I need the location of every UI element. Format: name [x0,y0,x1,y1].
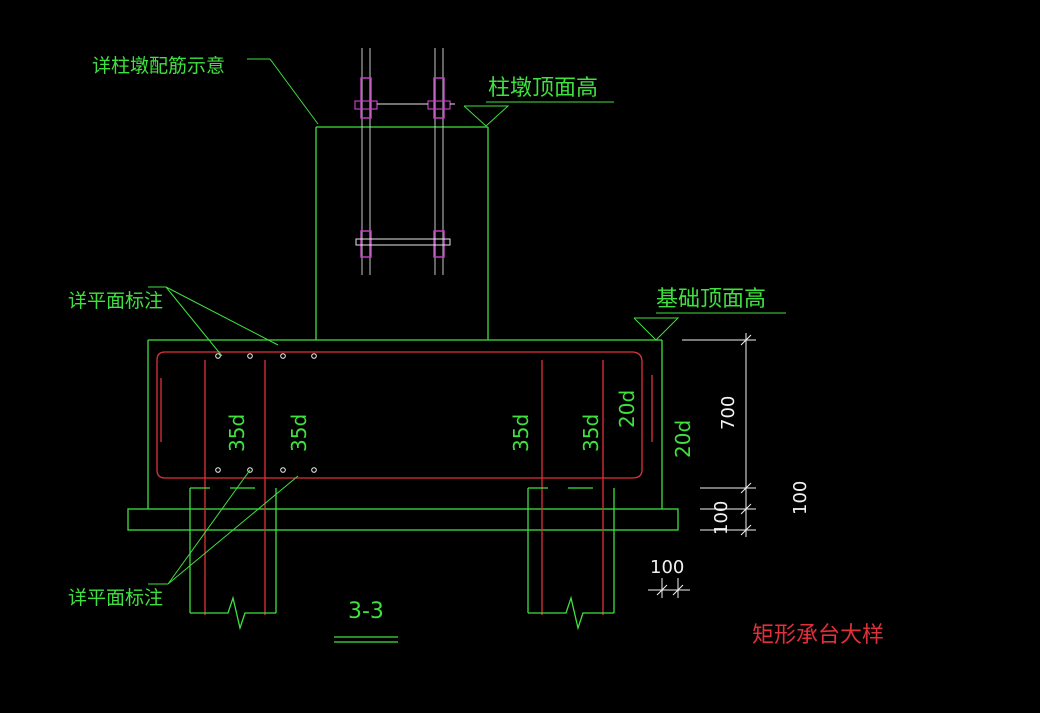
pier-top-elev-label: 柱墩顶面高 [488,76,598,101]
foundation-top-elev-label: 基础顶面高 [656,287,766,312]
pile-left [189,487,277,631]
drawing-title: 矩形承台大样 [752,623,884,648]
plan-note-upper: 详平面标注 [68,290,163,312]
foundation-top-elev-marker [633,312,786,341]
dim-100-bottom: 100 [711,501,732,535]
anchorage-label: 20d [671,420,695,458]
anchor-bolt-left [354,48,378,275]
anchorage-label: 20d [615,390,639,428]
pier-rebar-leader [247,58,319,125]
cushion-layer [127,508,679,531]
pile-right [527,487,615,631]
rebar-cage [156,351,653,615]
rebar-dots-bottom [215,467,317,473]
plan-note-upper-leader [148,286,279,357]
rebar-dots-top [215,353,317,359]
section-mark: 3-3 [348,599,384,624]
dim-100-right: 100 [790,481,811,515]
section-underline [334,636,398,643]
pile-cap-outline [147,339,663,509]
dimension-lines [648,333,756,598]
anchorage-label: 35d [225,414,249,452]
dim-100-cover: 100 [650,557,684,578]
anchor-bolt-right [427,48,451,275]
plan-note-lower-leader [148,469,299,585]
anchorage-label: 35d [579,414,603,452]
pier-outline [315,126,489,340]
anchorage-label: 35d [509,414,533,452]
pier-top-elev-marker [463,101,614,127]
plan-note-lower: 详平面标注 [68,587,163,609]
dim-700: 700 [718,396,739,430]
pier-rebar-note: 详柱墩配筋示意 [92,55,225,77]
anchor-plates [355,103,455,246]
anchorage-label: 35d [287,414,311,452]
